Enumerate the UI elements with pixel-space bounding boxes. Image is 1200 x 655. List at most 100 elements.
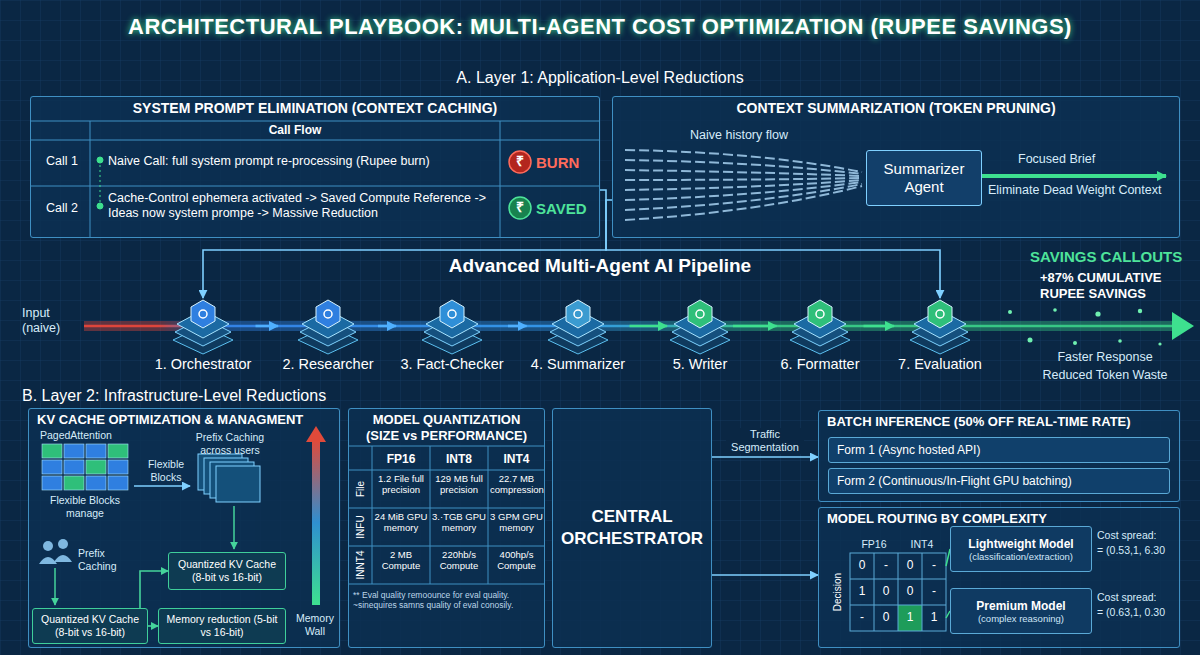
paged-blocks: [86, 476, 106, 490]
text-label: FP16: [372, 452, 430, 466]
connector-arrow: [712, 574, 818, 576]
agent-platform: [298, 300, 358, 354]
table-cell: 1: [922, 610, 946, 624]
text-label: B. Layer 2: Infrastructure-Level Reducti…: [22, 386, 442, 405]
node-label: Quantized KV Cache (8-bit vs 16-bit): [37, 613, 143, 638]
panel-box: CONTEXT SUMMARIZATION (TOKEN PRUNING)Sum…: [612, 96, 1180, 238]
panel-box: BATCH INFERENCE (50% OFF REAL-TIME RATE)…: [818, 410, 1180, 502]
agent-node: 5. Writer: [667, 298, 733, 374]
decision-matrix: [850, 553, 946, 631]
prefix-stack: [198, 454, 260, 502]
memory-wall-arrow: [306, 426, 326, 442]
saved-badge: [509, 197, 531, 219]
paged-blocks: [108, 476, 128, 490]
agent-platform: [670, 300, 730, 354]
paged-blocks: [86, 444, 106, 458]
panel-heading: BATCH INFERENCE (50% OFF REAL-TIME RATE): [827, 414, 1171, 430]
text-label: Cost spread:: [1097, 591, 1178, 604]
text-label: Focused Brief: [1018, 152, 1148, 167]
history-lines: [625, 170, 862, 176]
node-label: 2. Researcher: [278, 356, 378, 372]
paged-blocks: [42, 444, 128, 490]
panel-heading: SYSTEM PROMPT ELIMINATION (CONTEXT CACHI…: [39, 100, 591, 118]
prefix-arrow: [54, 568, 56, 605]
users-icon: [54, 555, 72, 562]
panel-box: MODEL ROUTING BY COMPLEXITYLightweight M…: [818, 507, 1180, 648]
users-icon: [39, 557, 57, 564]
table-grid: [90, 121, 91, 238]
panel-fill: [28, 408, 340, 648]
table-cell: 0: [898, 584, 922, 598]
text-label: Faster Response: [1030, 350, 1180, 365]
text-label: ₹: [510, 153, 530, 170]
table-grid: [30, 121, 600, 122]
text-label: SAVED: [536, 200, 598, 218]
stack-arrow: [233, 506, 235, 549]
table-cell: 0: [874, 584, 898, 598]
savings-arrowhead: [1172, 312, 1194, 340]
decision-matrix: [922, 553, 923, 631]
node-label: (complex reasoning): [978, 613, 1064, 624]
history-lines: [625, 184, 862, 210]
quantization-table: [348, 584, 545, 585]
panel-heading: KV CACHE OPTIMIZATION & MANAGMENT: [37, 412, 331, 428]
axis-label: Decision: [832, 553, 844, 631]
node-label: 4. Summarizer: [527, 356, 630, 372]
paged-blocks: [42, 460, 62, 474]
process-box: Memory reduction (5-bit vs 16-bit): [158, 608, 286, 644]
process-box: Form 2 (Continuous/In-Flight GPU batchin…: [828, 468, 1170, 494]
savings-particles: [1095, 311, 1100, 316]
connector-arrow: [378, 325, 396, 328]
axis-label: File: [355, 470, 367, 508]
table-cell: 220hb/s Compute: [432, 549, 486, 571]
node-label: Memory reduction (5-bit vs 16-bit): [163, 613, 281, 638]
text-label: Call 1: [34, 154, 90, 169]
table-cell: -: [922, 558, 946, 572]
agent-platform: [548, 300, 608, 354]
agent-node: 6. Formatter: [777, 298, 864, 374]
text-label: Flexible Blocks manage: [38, 494, 132, 519]
node-label: (classification/extraction): [969, 551, 1073, 562]
agent-node: 4. Summarizer: [527, 298, 630, 374]
decision-matrix: [898, 553, 899, 631]
savings-particles: [1138, 309, 1142, 313]
users-icon: [58, 539, 68, 549]
table-cell: 2 MB Compute: [374, 549, 428, 571]
history-lines: [625, 180, 862, 190]
node-label: 3. Fact-Checker: [396, 356, 508, 372]
decision-matrix: [874, 553, 875, 631]
table-cell: -: [874, 558, 898, 572]
connector-arrow: [140, 571, 168, 608]
node-label: Form 2 (Continuous/In-Flight GPU batchin…: [837, 474, 1072, 488]
edge-label: Traffic Segmentation: [726, 428, 804, 454]
history-lines: [625, 178, 862, 180]
node-label: Summarizer Agent: [871, 160, 977, 196]
panel-heading: MODEL QUANTIZATION (SIZE vs PERFORMANCE): [357, 412, 536, 445]
quantization-table: [348, 470, 545, 471]
prefix-stack: [216, 466, 260, 502]
paged-blocks: [64, 444, 84, 458]
text-label: ** Eval quality remoounce for eval quali…: [353, 590, 541, 610]
paged-blocks: [42, 444, 62, 458]
matrix-highlight: [898, 605, 922, 631]
flow-bullet: [100, 160, 101, 206]
agent-node: 2. Researcher: [278, 298, 378, 374]
quantization-table: [430, 446, 431, 584]
quantization-table: [348, 508, 545, 509]
text-label: PagedAttention: [40, 429, 150, 442]
node-label: 6. Formatter: [777, 356, 864, 372]
brief-arrow: [982, 174, 1166, 178]
paged-blocks: [64, 460, 84, 474]
table-grid: [30, 140, 600, 141]
table-cell: 1: [898, 610, 922, 624]
savings-particles: [1158, 342, 1161, 345]
decision-matrix: [850, 553, 946, 631]
text-label: = (0.63,1, 0.30: [1097, 606, 1178, 619]
agent-platform: [910, 300, 970, 354]
paged-blocks: [86, 460, 106, 474]
agent-platform: [173, 300, 970, 354]
users-icon: [39, 539, 72, 564]
text-label: SAVINGS CALLOUTS: [1030, 248, 1190, 266]
title: ARCHITECTURAL PLAYBOOK: MULTI-AGENT COST…: [0, 14, 1200, 40]
